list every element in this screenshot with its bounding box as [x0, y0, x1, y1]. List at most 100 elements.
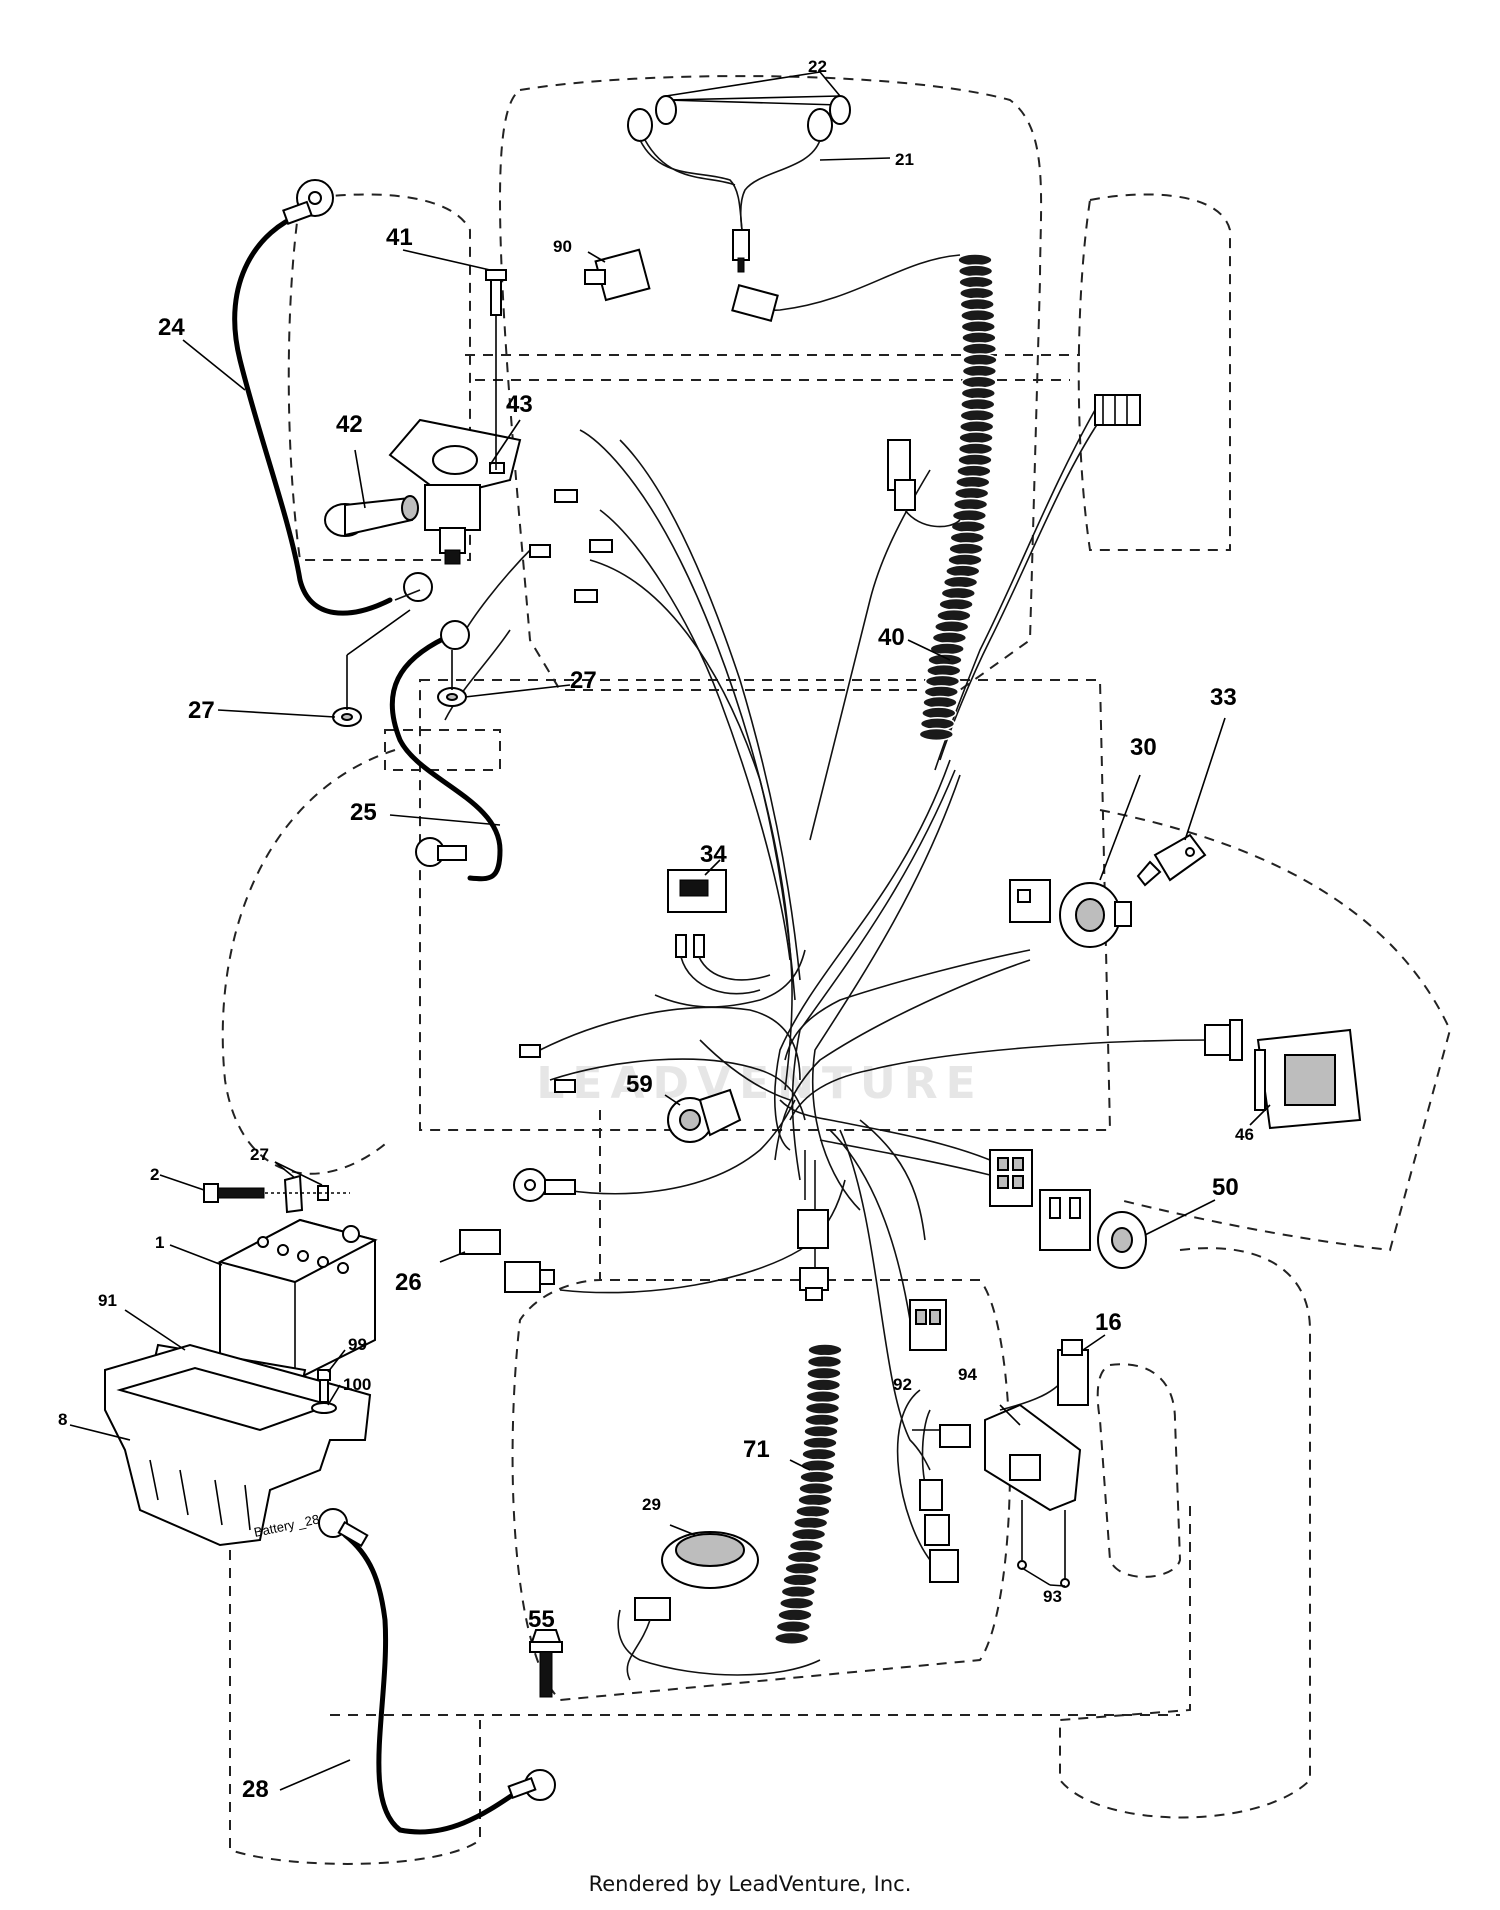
callout-27-left: 27: [188, 697, 215, 724]
loom-coil-ring: [958, 275, 994, 290]
loom-coil-ring: [802, 1436, 838, 1450]
callout-2: 2: [150, 1165, 159, 1184]
loom-coil-ring: [786, 1550, 823, 1564]
loom-coil-ring: [799, 1470, 835, 1484]
loom-coil-ring: [952, 497, 989, 512]
loom-coil-ring: [961, 375, 997, 390]
loom-coil-ring: [958, 419, 995, 434]
loom-coil-ring: [958, 430, 994, 445]
spade-terminals: [519, 489, 613, 1093]
loom-coil-ring: [940, 586, 977, 601]
callout-1: 1: [155, 1233, 164, 1252]
loom-coil-ring: [960, 319, 997, 334]
loom-coil-ring: [806, 1354, 843, 1369]
callout-27-battery: 27: [250, 1145, 269, 1164]
part-94-bracket: [984, 1403, 1082, 1588]
loom-coil-ring: [961, 364, 998, 378]
callout-21: 21: [895, 150, 914, 169]
loom-coil-ring: [947, 553, 983, 567]
part-92-connector: [919, 1424, 971, 1583]
upper-right-connectors: [887, 394, 1141, 528]
callout-91: 91: [98, 1291, 117, 1310]
loom-coil-ring: [957, 264, 994, 278]
loom-coil-ring: [962, 353, 998, 367]
callout-34: 34: [700, 841, 727, 868]
callout-93: 93: [1043, 1587, 1062, 1606]
callout-8: 8: [58, 1410, 67, 1429]
loom-coil-ring: [804, 1413, 840, 1427]
loom-coil-ring: [798, 1481, 834, 1496]
loom-coil-ring: [801, 1447, 837, 1462]
loom-coil-ring: [803, 1424, 839, 1439]
center-connectors: [797, 1209, 947, 1351]
loom-coil-ring: [959, 308, 996, 323]
loom-coil-ring: [782, 1573, 818, 1587]
loom-coil-ring: [938, 597, 974, 612]
relay-connector: [989, 1149, 1147, 1269]
callout-28: 28: [242, 1776, 269, 1803]
callout-30: 30: [1130, 734, 1157, 761]
loom-coil-ring: [953, 486, 990, 501]
ignition-switch-30: [1009, 833, 1207, 948]
callout-94: 94: [958, 1365, 977, 1384]
callout-100: 100: [343, 1375, 371, 1394]
loom-coil-ring: [936, 608, 972, 623]
loom-coil-ring: [957, 453, 993, 467]
loom-coil-ring: [807, 1343, 843, 1357]
callout-26: 26: [395, 1269, 422, 1296]
loom-coil-ring: [959, 397, 996, 412]
chassis-outlines: [221, 75, 1452, 1865]
loom-coil-ring: [805, 1389, 841, 1404]
callout-42: 42: [336, 411, 363, 438]
loom-coil-ring: [806, 1366, 842, 1381]
wire-loom-71: [773, 1343, 843, 1646]
callout-50: 50: [1212, 1174, 1239, 1201]
part-16-switch: [1057, 1339, 1182, 1578]
loom-coil-ring: [788, 1538, 825, 1553]
wire-loom-40: [918, 253, 998, 742]
bolt-55: [529, 1629, 563, 1698]
loom-coil-ring: [949, 530, 986, 545]
loom-coil-ring: [951, 508, 988, 523]
part-90-connector: [584, 248, 651, 302]
loom-coil-ring: [804, 1401, 841, 1416]
callout-24: 24: [158, 314, 185, 341]
callout-labels: 22 21 90 41 24 42 43 27 27 40 33 30 25 3…: [58, 57, 1254, 1803]
footer-credit: Rendered by LeadVenture, Inc.: [588, 1872, 912, 1896]
loom-coil-ring: [784, 1561, 820, 1576]
switch-59: [667, 1088, 742, 1143]
callout-46: 46: [1235, 1125, 1254, 1144]
battery-1: [217, 1218, 378, 1382]
callout-43: 43: [506, 391, 533, 418]
callout-33: 33: [1210, 684, 1237, 711]
loom-coil-ring: [795, 1504, 831, 1519]
loom-coil-ring: [960, 386, 997, 401]
callout-59: 59: [626, 1071, 653, 1098]
loom-coil-ring: [797, 1493, 833, 1507]
part-29-horn: [626, 1531, 759, 1681]
switch-34: [667, 869, 771, 995]
callout-29: 29: [642, 1495, 661, 1514]
starter-cable-42: [324, 495, 419, 537]
callout-leaders: [69, 71, 1271, 1791]
loom-coil-ring: [773, 1631, 810, 1646]
loom-coil-ring: [805, 1378, 842, 1392]
loom-coil-ring: [775, 1619, 812, 1634]
callout-40: 40: [878, 624, 905, 651]
loom-coil-ring: [918, 727, 955, 742]
loom-coil-ring: [957, 253, 993, 267]
callout-25: 25: [350, 799, 377, 826]
loom-coil-ring: [800, 1458, 836, 1473]
callout-22: 22: [808, 57, 827, 76]
loom-coil-ring: [961, 342, 998, 356]
loom-coil-ring: [948, 542, 984, 556]
battery-cables: [232, 179, 556, 1835]
loom-coil-ring: [933, 619, 970, 634]
callout-16: 16: [1095, 1309, 1122, 1336]
loom-coil-ring: [957, 442, 994, 456]
loom-coil-ring: [792, 1516, 829, 1530]
loom-coil-ring: [961, 330, 997, 345]
callout-71: 71: [743, 1436, 770, 1463]
headlight-harness: [627, 95, 891, 322]
